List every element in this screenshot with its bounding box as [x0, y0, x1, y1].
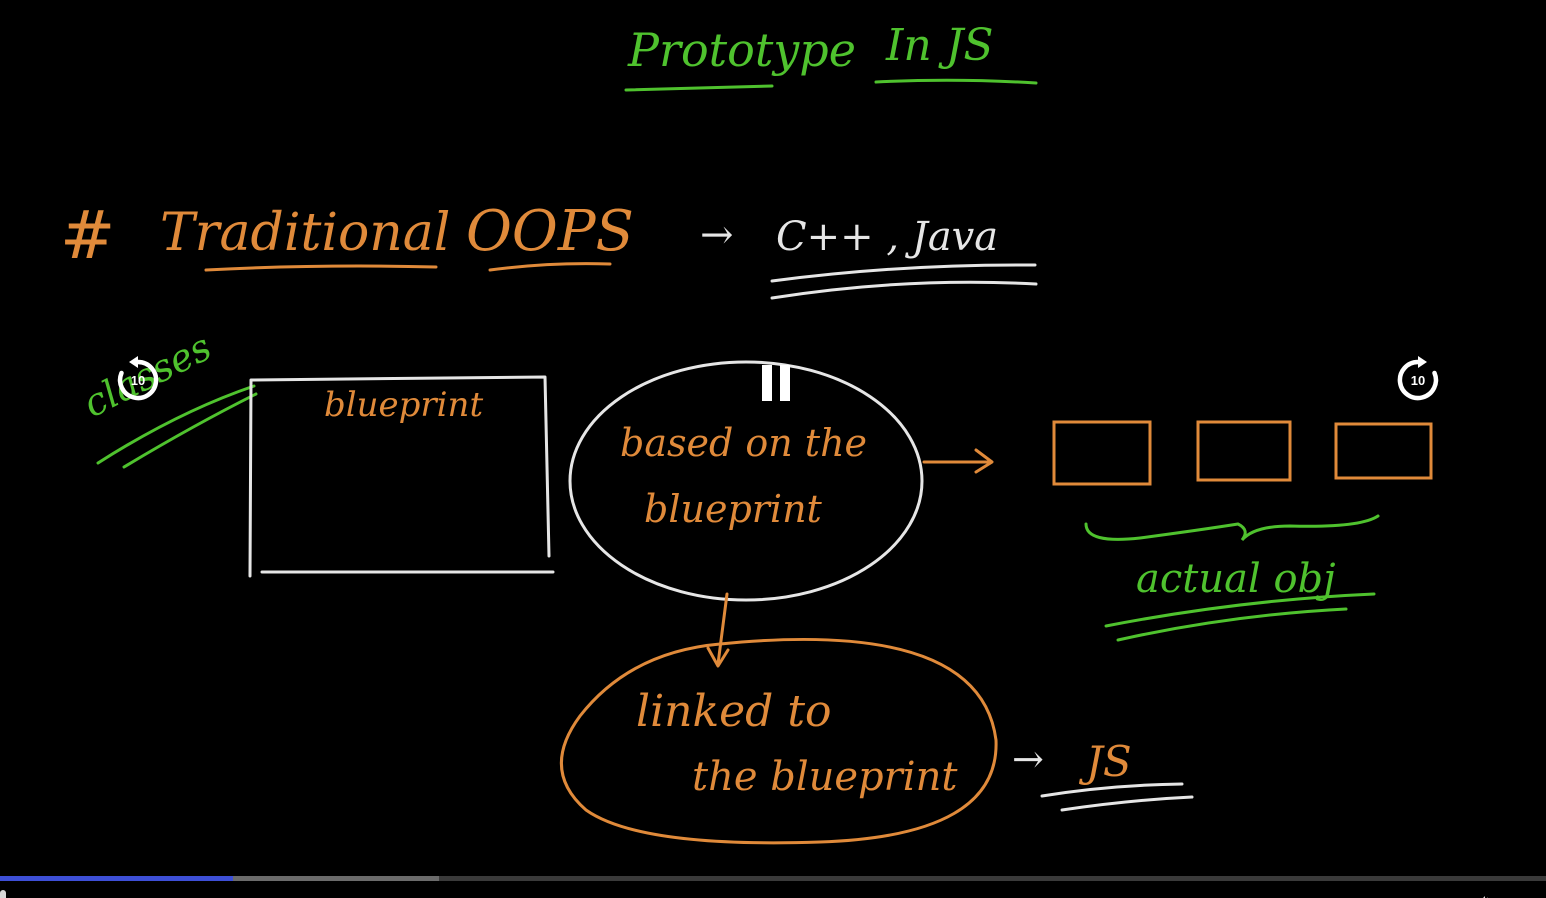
languages-underline-1	[770, 263, 1037, 283]
title-underline-1	[624, 84, 774, 92]
classes-underline-1	[96, 384, 256, 465]
volume-button[interactable]	[1476, 890, 1490, 898]
pause-button[interactable]	[756, 362, 798, 404]
arrow-to-objects	[922, 448, 994, 474]
rewind-10-button[interactable]: 10	[114, 356, 162, 404]
heading-arrow: →	[700, 212, 734, 258]
actual-objects-label: actual obj	[1136, 556, 1336, 602]
js-underline-1	[1040, 782, 1184, 798]
heading-hash: #	[60, 197, 115, 274]
pause-icon	[762, 365, 790, 401]
rewind-10-icon: 10	[117, 356, 159, 401]
object-box-1	[1052, 420, 1152, 486]
title-word-in-js: In JS	[885, 20, 994, 71]
linked-to-blueprint-ellipse: linked to the blueprint	[559, 637, 998, 845]
classes-annotation: classes	[76, 325, 258, 469]
actual-objects-underline-1	[1104, 592, 1376, 628]
actual-objects-annotation: actual obj	[1084, 514, 1380, 642]
title-word-prototype: Prototype	[627, 23, 856, 77]
classes-underline-2	[122, 392, 258, 469]
blueprint-box: blueprint	[248, 375, 555, 578]
arrow-to-linked	[706, 592, 730, 668]
title: Prototype In JS	[624, 20, 1038, 92]
curly-brace	[1084, 514, 1380, 542]
languages-underline-2	[770, 280, 1038, 300]
heading-oops: OOPS	[466, 199, 634, 264]
control-bar	[0, 881, 1546, 898]
heading-traditional: Traditional	[160, 203, 450, 263]
forward-seconds: 10	[1411, 373, 1425, 388]
heading-underline-oops	[488, 262, 612, 272]
ellipse-line-2: blueprint	[644, 487, 823, 531]
linked-line-1: linked to	[636, 686, 832, 737]
forward-10-icon: 10	[1397, 356, 1439, 401]
ellipse-line-1: based on the	[620, 421, 867, 465]
js-annotation: → JS	[1012, 737, 1194, 812]
js-underline-2	[1060, 795, 1194, 812]
progress-bar[interactable]	[0, 876, 1546, 881]
heading-languages: C++ , Java	[776, 214, 998, 260]
blueprint-label: blueprint	[324, 385, 483, 425]
current-time-fragment	[0, 890, 6, 898]
title-underline-2	[874, 78, 1038, 85]
js-label: JS	[1078, 737, 1132, 786]
heading: # Traditional OOPS → C++ , Java	[60, 197, 1038, 300]
based-on-blueprint-ellipse: based on the blueprint	[568, 360, 924, 602]
js-arrow: →	[1012, 737, 1044, 781]
rewind-seconds: 10	[131, 373, 145, 388]
linked-line-2: the blueprint	[692, 754, 958, 800]
object-box-2	[1196, 420, 1292, 482]
heading-underline-traditional	[204, 264, 438, 272]
object-boxes	[1052, 420, 1433, 486]
actual-objects-underline-2	[1116, 607, 1348, 642]
progress-played	[0, 876, 234, 881]
ellipse-outline	[568, 360, 924, 602]
forward-10-button[interactable]: 10	[1394, 356, 1442, 404]
blueprint-box-outline	[248, 375, 555, 578]
linked-ellipse-outline	[559, 637, 998, 845]
object-box-3	[1334, 422, 1433, 480]
